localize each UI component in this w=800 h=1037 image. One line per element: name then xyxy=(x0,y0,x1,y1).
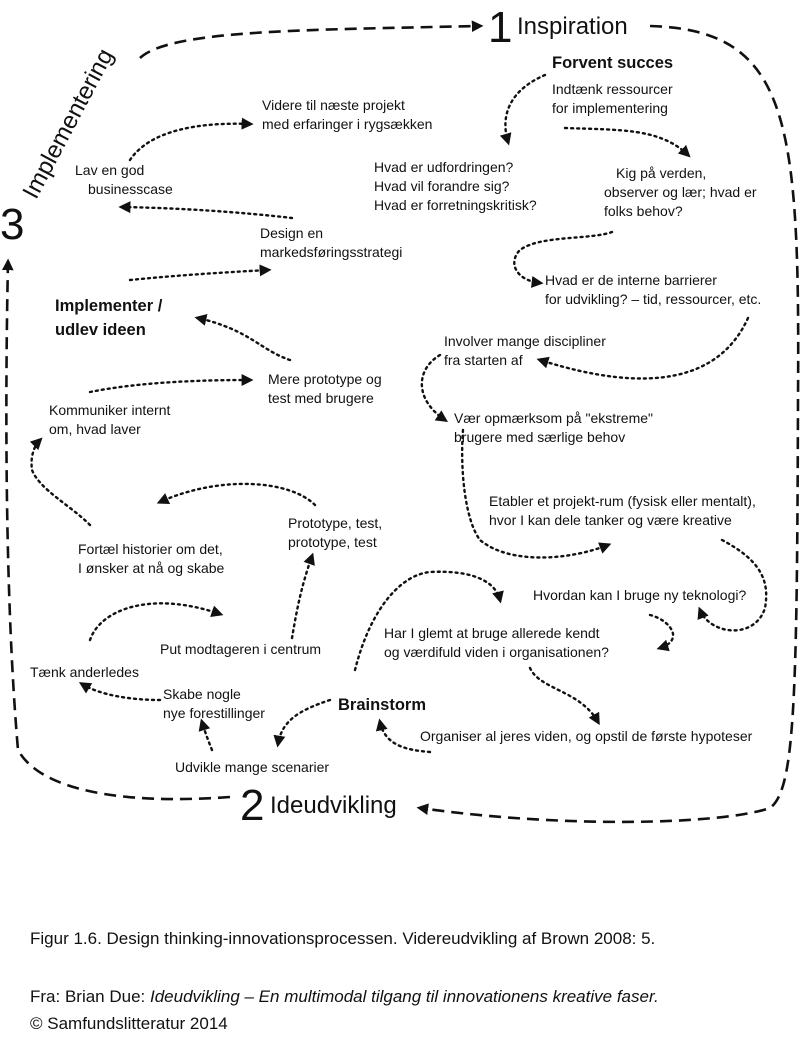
label-mere-line1: Mere prototype og xyxy=(268,371,382,387)
label-indtaenk-line2: for implementering xyxy=(552,100,668,116)
label-involver-line2: fra starten af xyxy=(444,352,523,368)
arrow-brainstorm-to-udvikle xyxy=(273,698,332,748)
arrow-fortael-to-kommuniker xyxy=(29,437,92,527)
label-design-line1: Design en xyxy=(260,225,324,241)
label-kommuniker-line2: om, hvad laver xyxy=(49,421,141,437)
arrow-to-design xyxy=(128,264,272,282)
label-glemt-line1: Har I glemt at bruge allerede kendt xyxy=(384,625,600,641)
label-etabler-line2: hvor I kan dele tanker og være kreative xyxy=(489,512,732,528)
arrow-har-to-organiser xyxy=(528,666,600,726)
arrow-udvikle-to-skabe xyxy=(198,718,214,752)
loop-ideudvikling-to-implementering xyxy=(1,258,231,801)
label-hvad-line1: Hvad er udfordringen? xyxy=(374,159,514,175)
phase-3-number: 3 xyxy=(0,200,25,249)
label-vaer-line1: Vær opmærksom på "ekstreme" xyxy=(454,410,653,426)
label-put: Put modtageren i centrum xyxy=(160,641,322,657)
label-indtaenk-line1: Indtænk ressourcer xyxy=(552,81,673,97)
label-vaer-line2: brugere med særlige behov xyxy=(454,429,626,445)
arrow-involver-to-vaer xyxy=(420,353,448,422)
label-involver-line1: Involver mange discipliner xyxy=(444,333,606,349)
label-kig-line3: folks behov? xyxy=(604,203,683,219)
arrow-to-mere xyxy=(88,374,254,394)
label-skabe-line2: nye forestillinger xyxy=(163,705,265,721)
label-etabler-line1: Etabler et projekt-rum (fysisk eller men… xyxy=(489,493,756,509)
arrow-barrierer-to-involver xyxy=(536,316,750,380)
label-barrierer-line2: for udvikling? – tid, ressourcer, etc. xyxy=(545,291,762,307)
label-taenk: Tænk anderledes xyxy=(30,664,139,680)
label-barrierer-line1: Hvad er de interne barrierer xyxy=(545,272,717,288)
heading-implementer-line1: Implementer / xyxy=(55,297,163,315)
label-teknologi: Hvordan kan I bruge ny teknologi? xyxy=(533,587,747,603)
arrow-put-to-proto xyxy=(290,552,315,640)
label-udvikle: Udvikle mange scenarier xyxy=(175,759,330,775)
label-lav-line1: Lav en god xyxy=(75,162,145,178)
arrow-organiser-to-brainstorm xyxy=(375,718,432,754)
label-glemt-line2: og værdifuld viden i organisationen? xyxy=(384,644,609,660)
label-design-line2: markedsføringsstrategi xyxy=(260,244,403,260)
arrow-to-put xyxy=(88,602,224,642)
arrow-forvent-to-hvad xyxy=(499,73,547,146)
label-organiser: Organiser al jeres viden, og opstil de f… xyxy=(420,728,753,744)
phase-2-title: Ideudvikling xyxy=(270,792,397,819)
loop-implementering-to-inspiration xyxy=(139,20,484,59)
arrow-to-videre xyxy=(128,117,254,162)
arrow-skabe-to-taenk xyxy=(78,682,162,702)
source-prefix: Fra: Brian Due: xyxy=(30,987,150,1006)
arrow-proto-to-fortael xyxy=(156,482,317,507)
phase-1-number: 1 xyxy=(488,3,513,52)
label-proto-line1: Prototype, test, xyxy=(288,515,383,531)
label-kig-line1: Kig på verden, xyxy=(616,165,707,181)
label-mere-line2: test med brugere xyxy=(268,390,374,406)
heading-forvent-succes: Forvent succes xyxy=(552,54,674,72)
label-hvad-line3: Hvad er forretningskritisk? xyxy=(374,197,537,213)
arrow-vaer-to-etabler xyxy=(460,428,612,559)
heading-implementer-line2: udlev ideen xyxy=(55,321,146,339)
label-lav-line2: businesscase xyxy=(88,181,173,197)
label-fortael-line1: Fortæl historier om det, xyxy=(78,541,223,557)
label-kommuniker-line1: Kommuniker internt xyxy=(49,402,171,418)
figure-caption: Figur 1.6. Design thinking-innovationspr… xyxy=(30,929,656,948)
source-line: Fra: Brian Due: Ideudvikling – En multim… xyxy=(30,986,659,1008)
arrow-kig-to-barrierer xyxy=(513,230,614,288)
label-hvad-line2: Hvad vil forandre sig? xyxy=(374,178,510,194)
label-fortael-line2: I ønsker at nå og skabe xyxy=(78,560,225,576)
arrow-mere-to-implementer xyxy=(194,314,292,362)
loop-inspiration-to-ideudvikling xyxy=(416,24,800,824)
phase-1-title: Inspiration xyxy=(517,13,628,40)
arrow-design-to-lav xyxy=(118,201,294,220)
label-videre-line1: Videre til næste projekt xyxy=(262,97,405,113)
copyright-line: © Samfundslitteratur 2014 xyxy=(30,1014,228,1033)
heading-brainstorm: Brainstorm xyxy=(338,696,427,714)
label-proto-line2: prototype, test xyxy=(288,534,377,550)
label-videre-line2: med erfaringer i rygsækken xyxy=(262,116,433,132)
arrow-teknologi-loop xyxy=(648,613,675,652)
arrow-indtaenk-to-kig xyxy=(563,126,691,158)
phase-2-number: 2 xyxy=(240,781,265,830)
source-title: Ideudvikling – En multimodal tilgang til… xyxy=(150,987,659,1006)
label-kig-line2: observer og lær; hvad er xyxy=(604,184,757,200)
label-skabe-line1: Skabe nogle xyxy=(163,686,241,702)
